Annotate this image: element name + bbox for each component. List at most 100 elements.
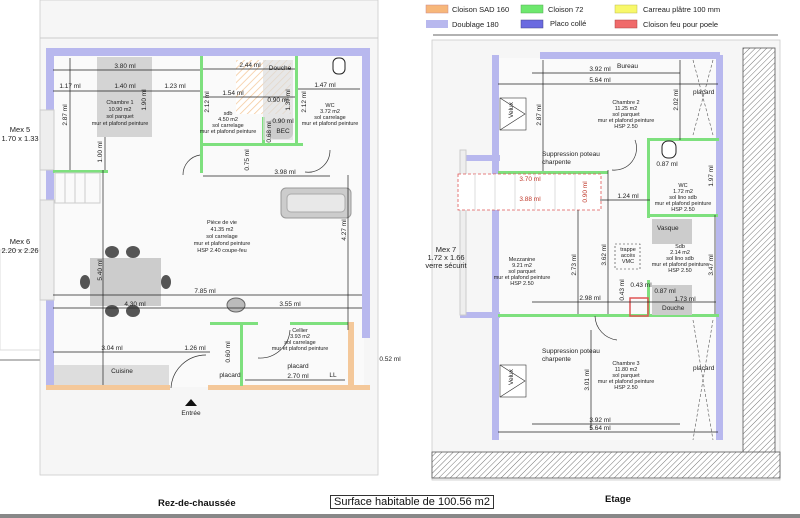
dimension: 3.47 ml: [708, 254, 715, 276]
entrance-arrow-icon: [185, 399, 197, 406]
room-floor: sol parquet: [106, 114, 134, 120]
legend-swatch-sad160: [425, 4, 449, 14]
legend-label: Placo collé: [550, 19, 586, 28]
dimension: 1.00 ml: [97, 141, 104, 163]
wall-doublage: [492, 55, 499, 440]
legend-swatch-doublage: [426, 20, 448, 28]
dimension: 1.26 ml: [184, 345, 206, 352]
room-finish: mur et plafond peinture: [92, 121, 149, 127]
wall-doublage: [460, 312, 500, 318]
dimension: 2.87 ml: [62, 104, 69, 126]
wall-sad: [348, 322, 354, 388]
velux-label: Velux: [508, 101, 515, 118]
window-size: 2.20 x 2.26: [1, 246, 38, 255]
bec-label: BEC: [276, 128, 290, 135]
room-name: Chambre 2: [612, 100, 639, 106]
legend-swatch-cloison72: [520, 4, 544, 14]
room-floor: sol lino sdb: [666, 256, 694, 262]
room-name: Mezzanine: [509, 257, 536, 263]
room-area: 9.21 m2: [512, 263, 532, 269]
dimension: 4.30 ml: [124, 301, 146, 308]
shower-label: Douche: [662, 305, 685, 312]
living-area-total: Surface habitable de 100.56 m2: [330, 495, 494, 509]
dimension: 7.85 ml: [194, 288, 216, 295]
dimension: 2.12 ml: [301, 91, 308, 113]
room-finish: mur et plafond peinture: [655, 201, 712, 207]
legend-label: Cloison 72: [548, 5, 583, 14]
room-name: WC: [325, 103, 334, 109]
vmc-hatch: [614, 243, 641, 270]
dimension: 0.87 ml: [654, 288, 676, 295]
ground-floor-plan: Mex 5 1.70 x 1.33 Mex 6 2.20 x 2.26 Cham…: [0, 0, 401, 476]
dimension: 2.87 ml: [536, 104, 543, 126]
room-finish: mur et plafond peinture: [272, 346, 329, 352]
room-finish: mur et plafond peinture: [200, 129, 257, 135]
dimension: 1.73 ml: [674, 296, 696, 303]
closet-label: placard: [219, 372, 241, 379]
post-removal-note: Suppression poteau: [542, 348, 600, 355]
room-finish: mur et plafond peinture: [652, 262, 709, 268]
room-name: Cellier: [292, 328, 308, 334]
wall-hatched: [431, 451, 781, 479]
dimension: 3.04 ml: [101, 345, 123, 352]
room-floor: sol carrelage: [206, 234, 238, 240]
dimension: 1.24 ml: [617, 193, 639, 200]
room-finish: mur et plafond peinture: [598, 118, 655, 124]
wall-hatched: [742, 47, 776, 474]
dimension: 1.90 ml: [141, 89, 148, 111]
room-height: HSP 2.50: [668, 268, 691, 274]
kitchen-label: Cuisine: [111, 368, 133, 375]
shower-label: Douche: [269, 65, 292, 72]
room-height: HSP 2.40 coupe-feu: [197, 248, 246, 254]
legend-label: Cloison feu pour poele: [643, 20, 718, 29]
room-name: sdb: [224, 111, 233, 117]
dimension: 2.12 ml: [204, 91, 211, 113]
dimension: 0.43 ml: [619, 279, 626, 301]
closet-label: placard: [693, 365, 715, 372]
legend-swatch-feu: [614, 19, 638, 29]
room-name: WC: [678, 183, 687, 189]
room-floor: sol carrelage: [314, 115, 346, 121]
dimension: 2.02 ml: [673, 89, 680, 111]
dimension: 2.70 ml: [287, 373, 309, 380]
room-area: 11.25 m2: [615, 106, 638, 112]
dimension: 1.37 ml: [285, 89, 292, 111]
legend-label: Cloison SAD 160: [452, 5, 509, 14]
dimension: 0.52 ml: [379, 356, 401, 363]
window-size: 1.72 x 1.66: [427, 253, 464, 262]
dimension: 1.54 ml: [222, 90, 244, 97]
room-floor: sol carrelage: [284, 340, 316, 346]
dimension: 3.55 ml: [279, 301, 301, 308]
legend-swatch-carreau: [614, 4, 638, 14]
room-area: 2.14 m2: [670, 250, 690, 256]
room-height: HSP 2.50: [671, 207, 694, 213]
dimension: 0.90 ml: [272, 118, 294, 125]
room-height: HSP 2.50: [614, 385, 637, 391]
dimension: 3.62 ml: [601, 244, 608, 266]
laundry-label: LL: [329, 372, 337, 379]
dimension: 3.92 ml: [589, 417, 611, 424]
room-floor: sol parquet: [612, 373, 640, 379]
dining-table: [90, 258, 161, 306]
room-name: Pièce de vie: [207, 220, 237, 226]
wall-sad: [46, 385, 170, 390]
upper-floor-plan: Velux Velux Mex 7 1.72 x 1.66 verre sécu…: [425, 39, 781, 481]
wall-doublage: [362, 48, 370, 338]
post-removal-note: charpente: [542, 159, 571, 166]
legend: Cloison SAD 160 Cloison 72 Carreau plâtr…: [425, 4, 778, 36]
dimension: 3.80 ml: [114, 63, 136, 70]
window-label: Mex 5: [10, 125, 30, 134]
dimension: 1.23 ml: [164, 83, 186, 90]
upper-floor-title: Etage: [605, 494, 631, 505]
room-name: Sdb: [675, 244, 685, 250]
entrance-label: Entrée: [181, 410, 201, 417]
room-area: 11.80 m2: [615, 367, 638, 373]
dimension: 0.60 ml: [225, 341, 232, 363]
room-floor: sol parquet: [508, 269, 536, 275]
room-finish: mur et plafond peinture: [494, 275, 551, 281]
dimension: 0.90 ml: [267, 97, 289, 104]
wall-doublage: [460, 155, 500, 161]
dimension: 1.17 ml: [59, 83, 81, 90]
dimension: 5.64 ml: [589, 425, 611, 432]
room-name: Chambre 3: [612, 361, 639, 367]
